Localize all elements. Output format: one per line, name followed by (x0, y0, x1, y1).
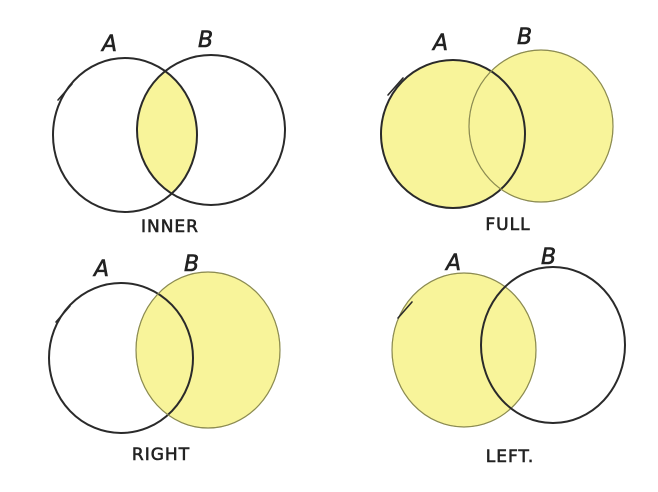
sketch-stroke (55, 305, 71, 323)
venn-panel-full: A B FULL (380, 25, 614, 235)
venn-set-a-label: A (92, 257, 110, 282)
venn-circle-a (52, 57, 198, 213)
venn-set-a-label: A (100, 32, 118, 57)
sketch-stroke (387, 77, 404, 96)
venn-set-b-fill (135, 271, 281, 429)
venn-circle-b (480, 266, 626, 424)
venn-circle-a (48, 282, 194, 434)
venn-set-b-label: B (184, 252, 200, 277)
sketch-stroke (397, 301, 413, 319)
venn-set-a-fill (391, 272, 537, 428)
venn-panel-inner: A B INNER (52, 28, 286, 237)
venn-caption: RIGHT (132, 445, 190, 465)
venn-set-a-label: A (444, 251, 462, 276)
venn-set-b-label: B (517, 25, 533, 50)
venn-circle-a (380, 59, 526, 209)
venn-circle-b (135, 271, 281, 429)
venn-circle-a (391, 272, 537, 428)
venn-caption: INNER (141, 217, 199, 237)
venn-set-b-fill (468, 49, 614, 203)
venn-caption: FULL (485, 215, 530, 235)
sketch-stroke (57, 83, 73, 101)
venn-circle-b (468, 49, 614, 203)
venn-caption: LEFT. (486, 447, 534, 467)
venn-circle-b (136, 54, 286, 206)
venn-set-b-label: B (198, 28, 214, 53)
venn-set-a-label: A (431, 31, 449, 56)
venn-panel-left: A B LEFT. (391, 245, 626, 467)
venn-set-b-label: B (541, 245, 557, 270)
venn-panel-right: A B RIGHT (48, 252, 281, 465)
